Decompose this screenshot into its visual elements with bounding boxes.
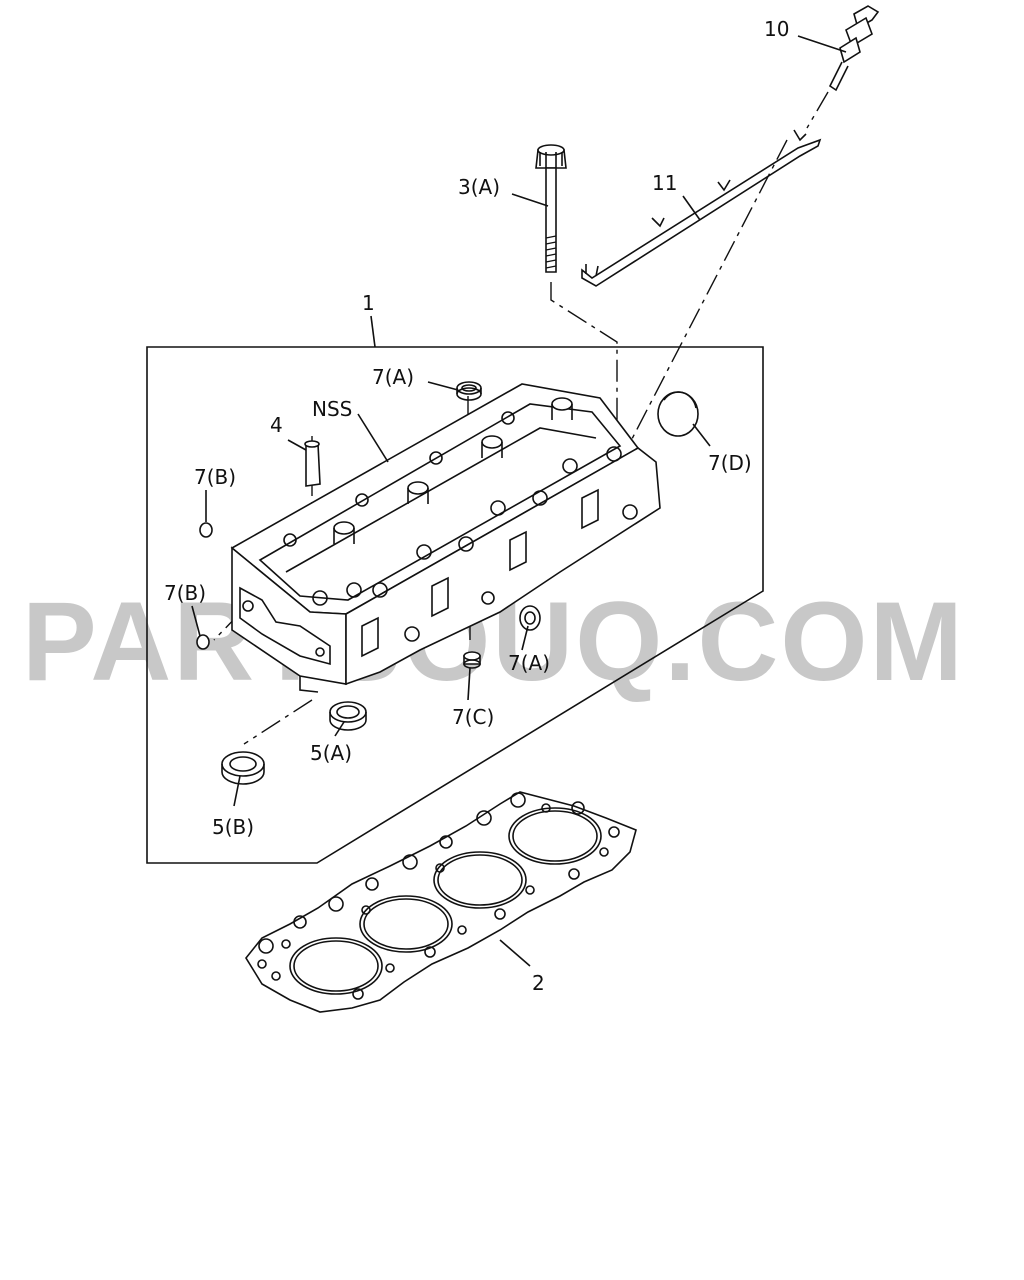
callout-4: 4 — [270, 413, 283, 437]
callout-2: 2 — [532, 971, 545, 995]
seal-5b — [221, 751, 265, 785]
callout-7b-upper: 7(B) — [194, 465, 236, 489]
callout-11: 11 — [652, 171, 677, 195]
callout-5a: 5(A) — [310, 741, 352, 765]
seal-7a-lower — [519, 605, 541, 631]
leader-lines — [191, 35, 847, 967]
callout-7a-lower: 7(A) — [508, 651, 550, 675]
head-gasket — [245, 791, 637, 1013]
plug-7b-lower — [196, 634, 210, 650]
connector-bar — [581, 129, 822, 287]
callout-labels: 10 11 3(A) 1 7(A) NSS 4 7(D) 7(B) 7(B) 7… — [164, 17, 789, 995]
callout-7b-lower: 7(B) — [164, 581, 206, 605]
plug-7c — [463, 651, 481, 669]
callout-10: 10 — [764, 17, 789, 41]
callout-7c: 7(C) — [452, 705, 494, 729]
nozzle-sleeve — [304, 440, 321, 487]
callout-nss: NSS — [312, 397, 352, 421]
callout-1: 1 — [362, 291, 375, 315]
callout-5b: 5(B) — [212, 815, 254, 839]
seal-7a-top — [456, 381, 482, 401]
callout-3a: 3(A) — [458, 175, 500, 199]
cylinder-head — [230, 383, 661, 693]
assembly-boundary — [146, 346, 764, 864]
plug-7d — [657, 391, 699, 437]
plug-7b-upper — [199, 522, 213, 538]
glow-plug — [828, 5, 880, 92]
head-bolt — [535, 144, 567, 273]
seal-5a — [329, 701, 367, 731]
callout-7a-top: 7(A) — [372, 365, 414, 389]
callout-7d: 7(D) — [708, 451, 752, 475]
